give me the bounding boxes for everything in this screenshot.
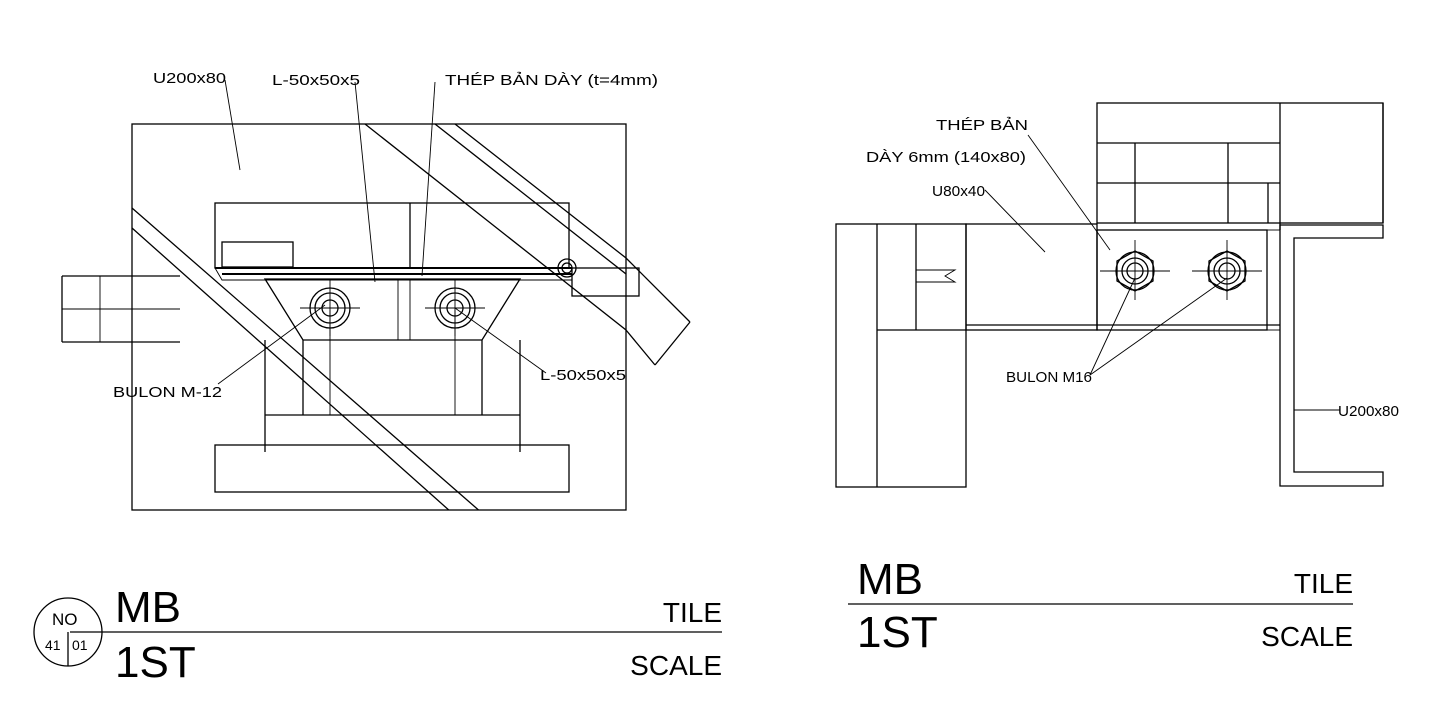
right-title-block: MB 1ST TILE SCALE [848,555,1353,657]
right-bolt-2 [1192,240,1262,300]
label-u80x40: U80x40 [932,183,985,200]
right-subtitle: 1ST [857,608,938,657]
right-tile-label: TILE [1294,568,1353,599]
badge-number-left: 41 [45,637,61,653]
right-bolt-1 [1100,240,1170,300]
left-tile-label: TILE [663,597,722,628]
label-angle-top: L-50x50x5 [272,72,360,89]
left-detail: U200x80 L-50x50x5 THÉP BẢN DÀY (t=4mm) B… [61,70,691,511]
right-channel-u80x40 [965,223,1098,331]
left-diagonal-bands [132,124,626,510]
left-title-block: NO 41 01 MB 1ST TILE SCALE [33,583,722,687]
badge-number-right: 01 [72,637,88,653]
badge-no: NO [52,610,78,629]
label-bolt-m16: BULON M16 [1006,369,1092,386]
label-steel-plate-right-1: THÉP BẢN [936,117,1028,134]
label-bolt-m12: BULON M-12 [113,384,222,401]
left-scale-label: SCALE [630,650,722,681]
label-angle-right: L-50x50x5 [540,367,626,384]
label-steel-plate-right-2: DÀY 6mm (140x80) [866,149,1026,166]
right-title: MB [857,555,923,604]
left-bolt-1 [300,280,360,336]
left-subtitle: 1ST [115,638,196,687]
left-steel-plate [263,278,522,341]
left-angle-vertical [397,279,411,341]
right-detail: THÉP BẢN DÀY 6mm (140x80) U80x40 BULON M… [835,102,1399,488]
left-channel-section [214,202,570,269]
right-steel-plate [1096,229,1268,331]
right-channel-u200x80 [1279,224,1384,487]
label-steel-plate-left: THÉP BẢN DÀY (t=4mm) [445,72,658,89]
left-concrete-block [131,123,627,511]
label-u200x80-left: U200x80 [153,70,226,87]
label-u200x80-right: U200x80 [1338,403,1399,420]
left-title: MB [115,583,181,632]
right-scale-label: SCALE [1261,621,1353,652]
left-pipe-stub [61,275,180,343]
